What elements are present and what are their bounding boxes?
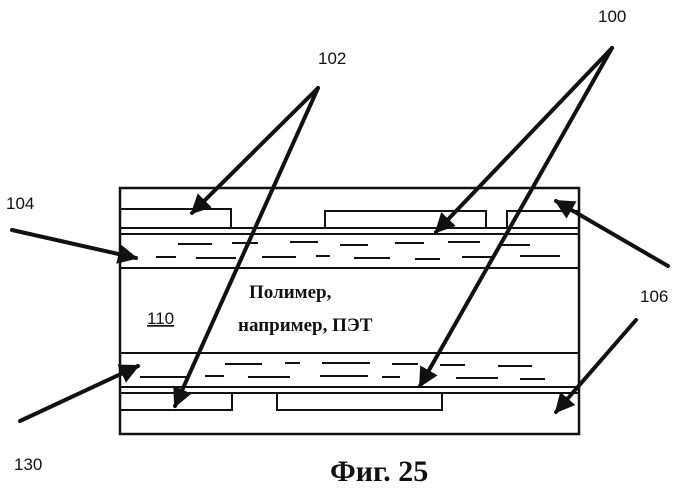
bottom-band-dashes — [140, 363, 545, 379]
arrow-102-bottom — [175, 88, 318, 406]
material-line-1: Полимер, — [249, 282, 332, 303]
label-110: 110 — [147, 309, 174, 328]
label-102: 102 — [318, 49, 346, 68]
arrow-104 — [12, 230, 136, 258]
figure-caption: Фиг. 25 — [330, 455, 428, 488]
arrow-102-top — [192, 88, 318, 213]
top-electrode-2 — [325, 211, 486, 228]
label-100: 100 — [598, 7, 626, 26]
label-104: 104 — [6, 194, 34, 213]
bottom-electrode-2 — [277, 393, 442, 410]
label-130: 130 — [14, 455, 42, 474]
top-electrode-1 — [120, 209, 231, 228]
material-line-2: например, ПЭТ — [238, 315, 373, 336]
arrow-106-bottom — [556, 320, 636, 412]
label-106: 106 — [640, 287, 668, 306]
